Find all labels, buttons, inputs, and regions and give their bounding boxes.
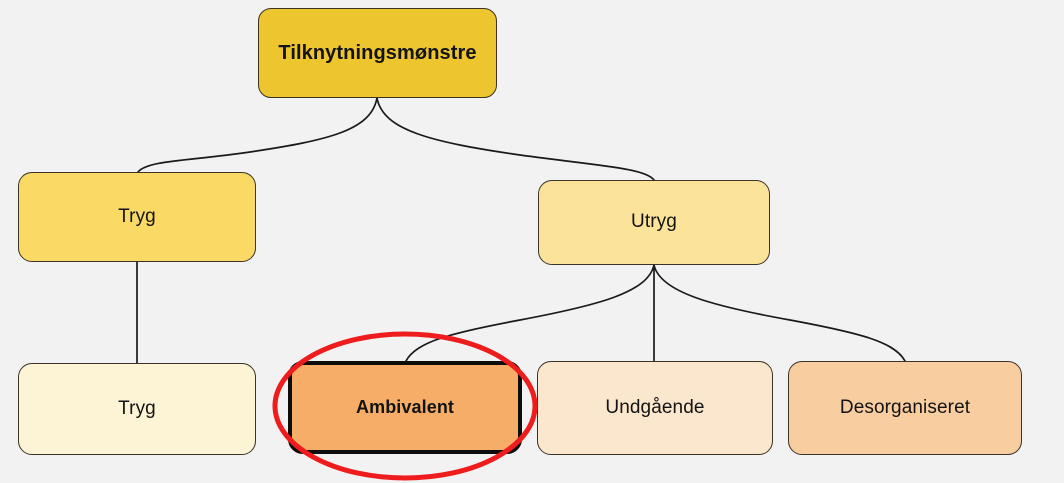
node-tryg-level2[interactable]: Tryg — [18, 172, 256, 262]
node-label-desorganiseret: Desorganiseret — [839, 396, 971, 418]
edge-utryg-to-ambivalent — [405, 264, 655, 362]
edge-root-to-utryg — [376, 97, 655, 181]
edge-root-to-tryg — [137, 97, 378, 173]
node-label-ambivalent: Ambivalent — [355, 396, 455, 417]
node-label-tryg-level3: Tryg — [118, 397, 156, 419]
node-label-tryg-level2: Tryg — [118, 205, 156, 227]
node-desorganiseret[interactable]: Desorganiseret — [788, 361, 1022, 455]
node-undgaaende[interactable]: Undgående — [537, 361, 773, 455]
node-label-root: Tilknytningsmønstre — [278, 42, 477, 64]
node-tryg-level3[interactable]: Tryg — [18, 363, 256, 455]
edge-utryg-to-desorganiseret — [653, 264, 906, 362]
node-label-undgaaende: Undgående — [605, 396, 705, 418]
node-root-tilknytningsmonstre[interactable]: Tilknytningsmønstre — [258, 8, 497, 98]
node-label-utryg-level2: Utryg — [631, 211, 677, 233]
node-utryg-level2[interactable]: Utryg — [538, 180, 770, 265]
node-ambivalent[interactable]: Ambivalent — [288, 361, 522, 454]
